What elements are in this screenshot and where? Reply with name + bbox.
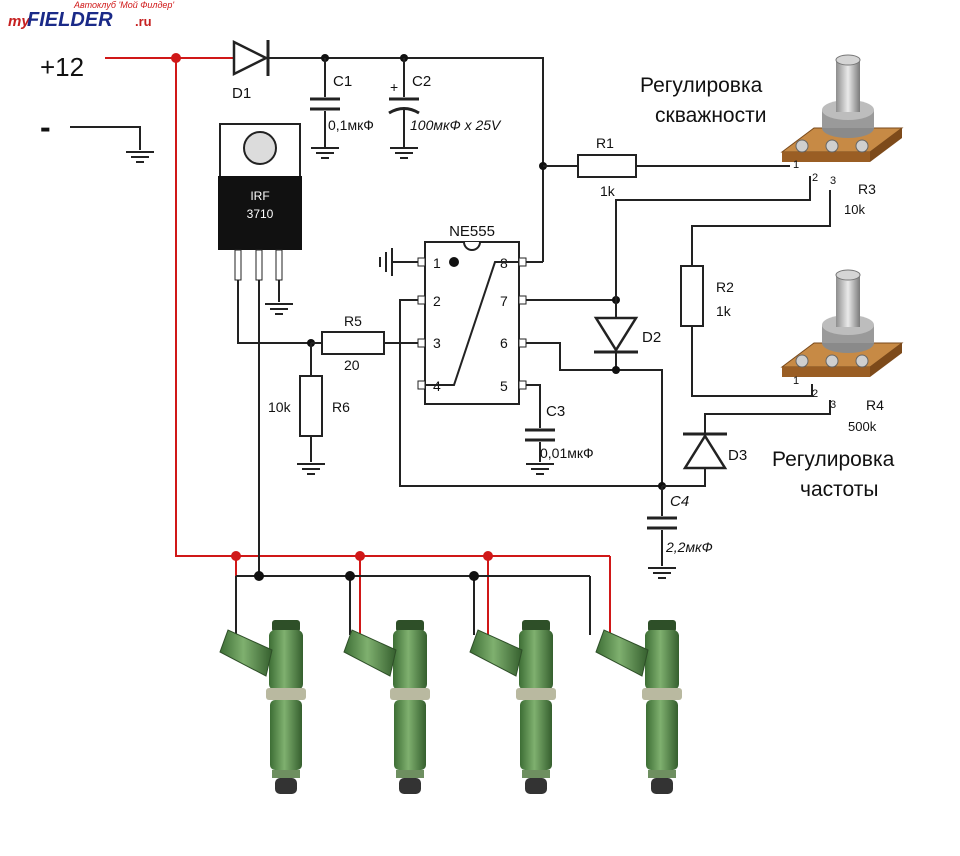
logo-prefix: my	[8, 13, 30, 30]
r2-name: R2	[716, 279, 734, 295]
r3-pin-3: 3	[830, 175, 836, 187]
c2-value: 100мкФ x 25V	[410, 117, 502, 133]
duty-label-line2: скважности	[655, 104, 766, 127]
potentiometer-r4: 1 2 3 R4 500k	[781, 269, 903, 434]
c1-value: 0,1мкФ	[328, 117, 374, 133]
resistor-r5: R5 20	[307, 313, 418, 373]
r4-value: 500k	[848, 419, 877, 434]
capacitor-c2: + C2 100мкФ x 25V	[388, 54, 502, 159]
injector-4	[595, 619, 683, 795]
capacitor-c4: C4 2,2мкФ	[647, 482, 713, 579]
injector-3	[469, 619, 557, 795]
ic-pin-5: 5	[500, 378, 508, 394]
mosfet-label-2: 3710	[247, 207, 274, 221]
diode-d3: D3	[662, 400, 831, 487]
freq-label-line1: Регулировка	[772, 448, 895, 471]
resistor-r6: 10k R6	[268, 343, 350, 475]
ic-ne555: NE555 1 2 3 4 5 6 7 8	[417, 223, 527, 405]
d3-label: D3	[728, 447, 747, 464]
c1-name: C1	[333, 73, 352, 90]
r1-name: R1	[596, 135, 614, 151]
c2-plus: +	[390, 79, 398, 95]
diode-d2: D2	[593, 300, 661, 370]
r5-value: 20	[344, 357, 360, 373]
d2-label: D2	[642, 329, 661, 346]
injector-2	[343, 619, 431, 795]
logo-suffix: .ru	[135, 14, 152, 29]
c4-name: C4	[670, 493, 689, 510]
diode-d1: D1	[232, 39, 270, 102]
resistor-r1: R1 1k	[543, 135, 790, 199]
site-logo: Автоклуб 'Мой Филдер' my FIELDER .ru	[8, 0, 174, 31]
logo-tagline: Автоклуб 'Мой Филдер'	[73, 0, 174, 10]
ic-pin-7: 7	[500, 293, 508, 309]
r3-name: R3	[858, 181, 876, 197]
mosfet-irf3710: IRF 3710	[218, 123, 302, 281]
d1-label: D1	[232, 85, 251, 102]
duty-label-line1: Регулировка	[640, 74, 763, 97]
r6-value: 10k	[268, 399, 292, 415]
c3-name: C3	[546, 403, 565, 420]
r4-name: R4	[866, 397, 884, 413]
c2-name: C2	[412, 73, 431, 90]
r4-pin-1: 1	[793, 375, 799, 387]
ground-symbol-main	[125, 151, 155, 163]
potentiometer-r3: 1 2 3 R3 10k	[781, 54, 903, 217]
r4-pin-2: 2	[812, 388, 818, 400]
ic-pin-6: 6	[500, 335, 508, 351]
logo-brand: FIELDER	[27, 9, 113, 31]
r3-pin-1: 1	[793, 159, 799, 171]
c4-value: 2,2мкФ	[665, 539, 713, 555]
injector-1	[219, 619, 307, 795]
r2-value: 1k	[716, 303, 732, 319]
mosfet-label-1: IRF	[250, 189, 269, 203]
freq-label-line2: частоты	[800, 478, 878, 501]
supply-wiring	[105, 53, 611, 635]
ic-name: NE555	[449, 223, 495, 240]
capacitor-c3: C3 0,01мкФ	[525, 384, 594, 475]
ic-pin-1: 1	[433, 255, 441, 271]
ic-pin-3: 3	[433, 335, 441, 351]
r3-pin-2: 2	[812, 172, 818, 184]
c3-value: 0,01мкФ	[540, 445, 594, 461]
r6-name: R6	[332, 399, 350, 415]
resistor-r2: R2 1k	[680, 190, 831, 397]
ic-pin-2: 2	[433, 293, 441, 309]
r3-value: 10k	[844, 202, 865, 217]
r5-name: R5	[344, 313, 362, 329]
capacitor-c1: C1 0,1мкФ	[310, 54, 374, 159]
plus-12v-label: +12	[40, 52, 84, 82]
r1-value: 1k	[600, 183, 616, 199]
ground-minus-label: -	[40, 109, 51, 145]
r4-pin-3: 3	[830, 399, 836, 411]
